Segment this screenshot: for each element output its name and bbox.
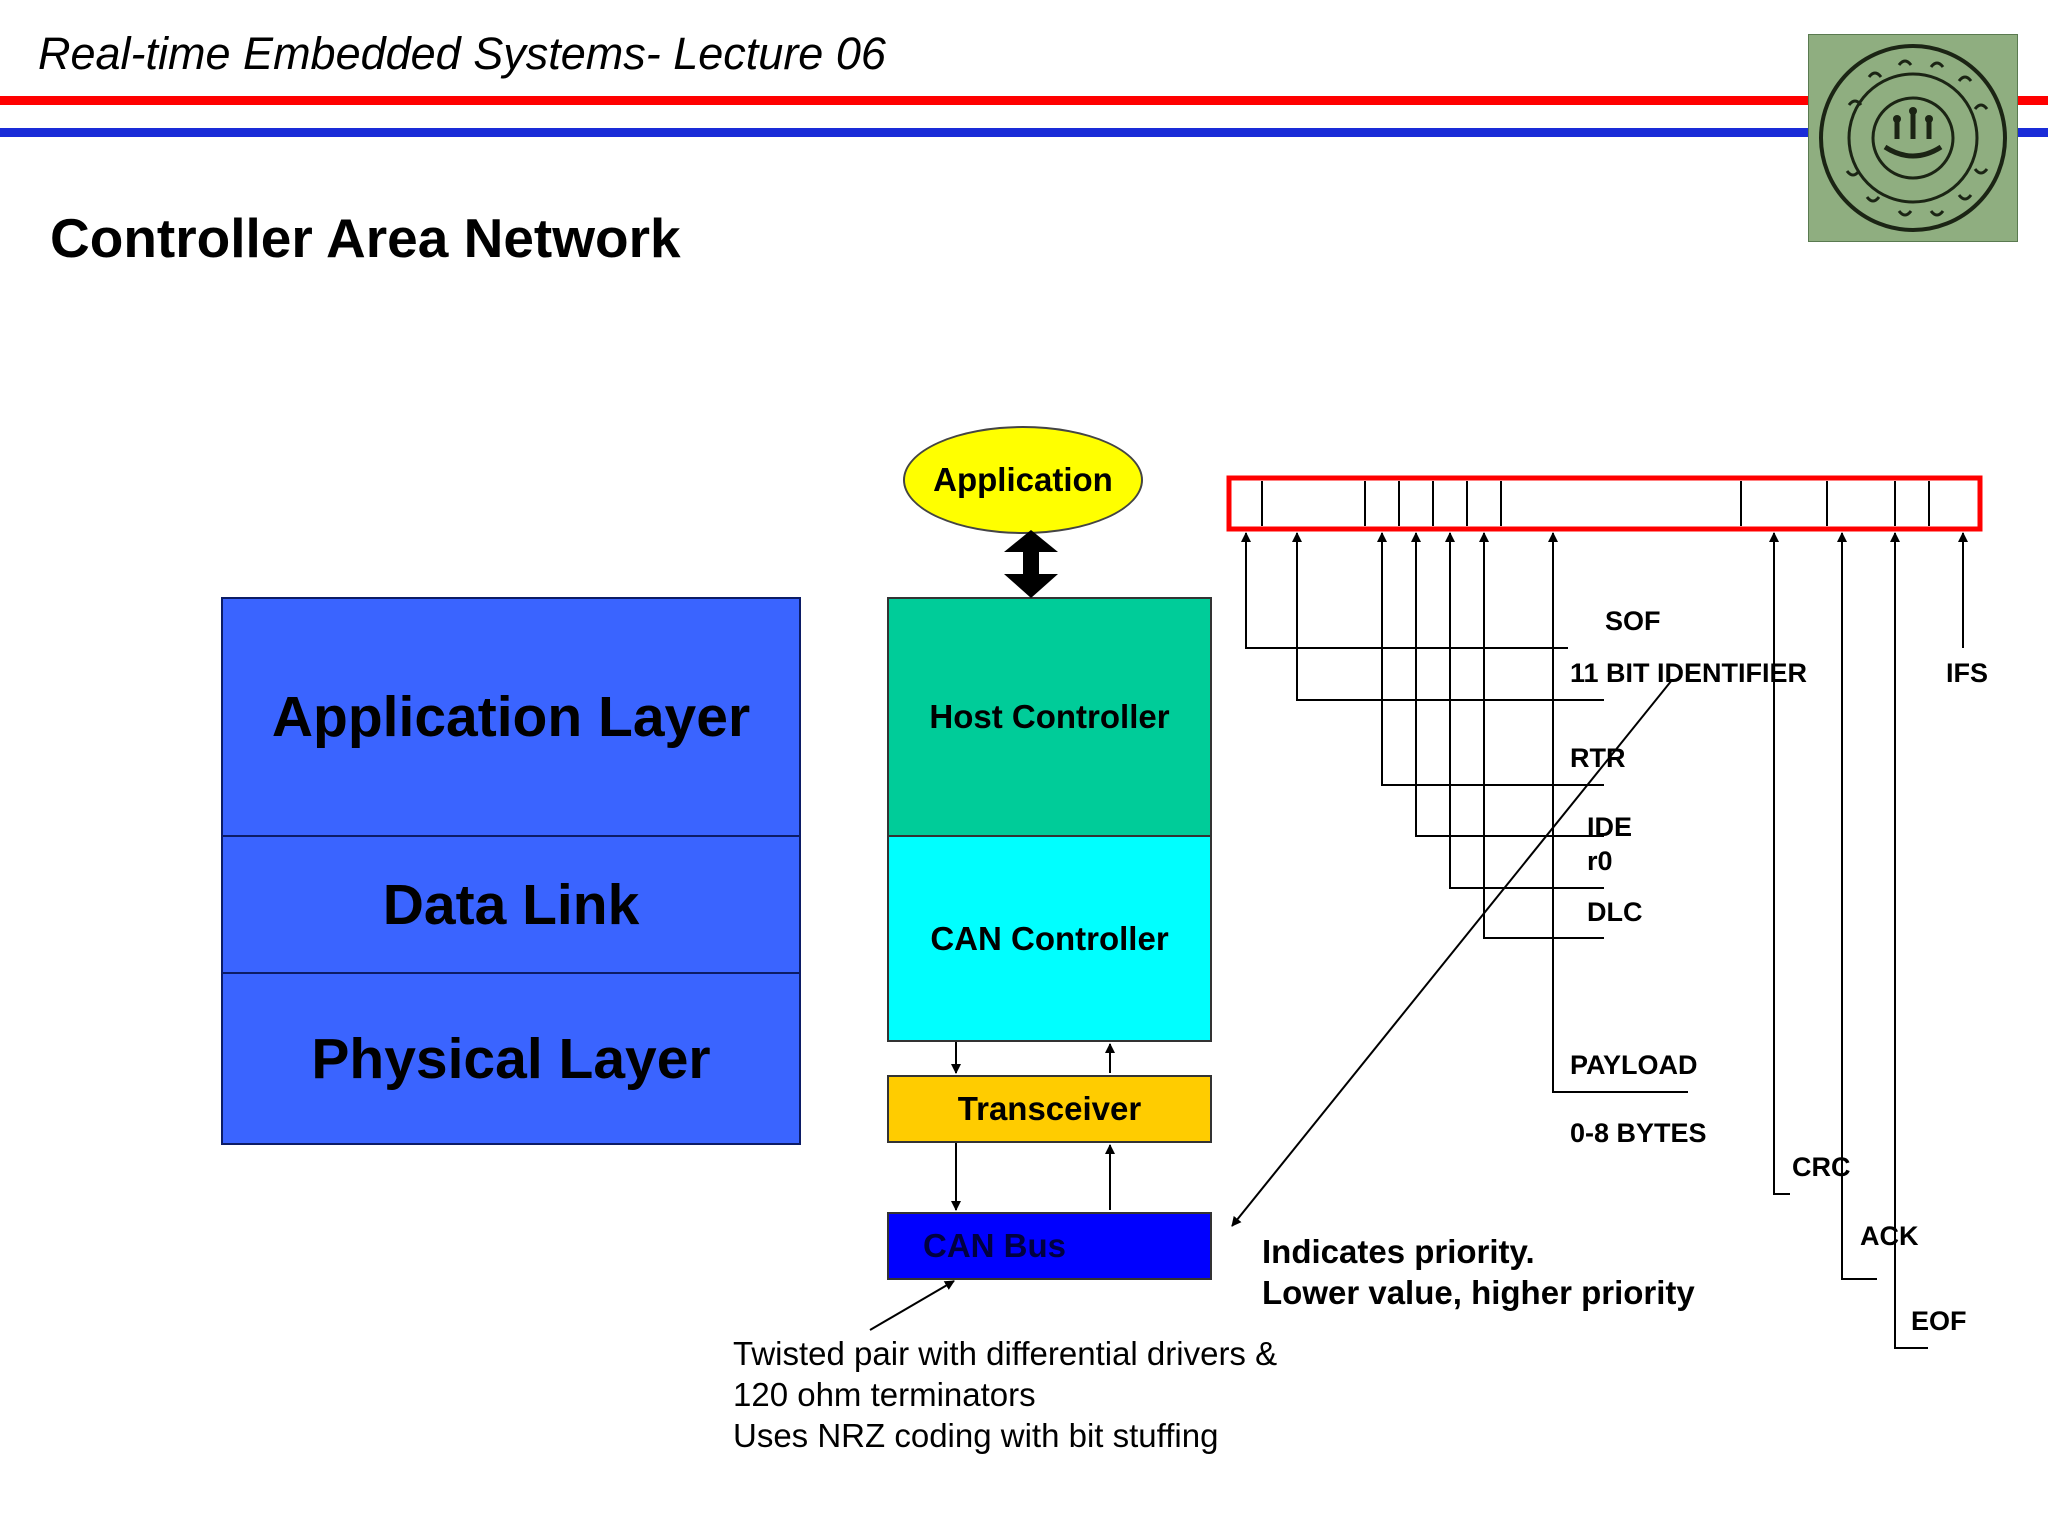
priority-note-line-1: Indicates priority.	[1262, 1233, 1535, 1270]
ack-leader	[1837, 532, 1877, 1280]
application-layer-box: Application Layer	[221, 597, 801, 837]
sof-label: SOF	[1605, 606, 1661, 636]
application-layer-label: Application Layer	[271, 685, 751, 749]
priority-note-line-2: Lower value, higher priority	[1262, 1274, 1695, 1311]
ide-leader	[1411, 532, 1604, 837]
can-frame	[1226, 475, 1983, 532]
payload-size-label: 0-8 BYTES	[1570, 1118, 1707, 1148]
physical-layer-box: Physical Layer	[221, 972, 801, 1145]
application-label: Application	[933, 461, 1113, 498]
app-host-double-arrow	[1004, 530, 1058, 598]
eof-leader	[1890, 532, 1928, 1349]
host-controller-box: Host Controller	[887, 597, 1212, 837]
rtr-leader	[1377, 532, 1604, 786]
crc-leader	[1769, 532, 1790, 1195]
can-controller-label: CAN Controller	[930, 919, 1169, 957]
priority-arrow	[1231, 679, 1673, 1227]
can-bus-label: CAN Bus	[923, 1227, 1067, 1264]
ack-label: ACK	[1860, 1221, 1919, 1251]
application-ellipse: Application	[903, 426, 1143, 534]
rtr-label: RTR	[1570, 743, 1626, 773]
host-controller-label: Host Controller	[929, 698, 1170, 735]
identifier-leader	[1292, 532, 1604, 701]
crc-label: CRC	[1792, 1152, 1851, 1182]
header-red-rule	[0, 96, 2048, 105]
payload-leader	[1548, 532, 1688, 1093]
physical-layer-label: Physical Layer	[311, 1026, 711, 1091]
bus-note-arrow	[869, 1280, 955, 1331]
can-controller-box: CAN Controller	[887, 835, 1212, 1042]
can-bus-box: CAN Bus	[887, 1212, 1212, 1280]
university-seal-logo	[1808, 34, 2018, 242]
ide-label: IDE	[1587, 812, 1633, 842]
eof-label: EOF	[1911, 1306, 1967, 1336]
bus-note-line-2: 120 ohm terminators	[733, 1376, 1036, 1413]
identifier-label: 11 BIT IDENTIFIER	[1570, 658, 1808, 688]
transceiver-box: Transceiver	[887, 1075, 1212, 1143]
dlc-leader	[1479, 532, 1604, 939]
header-gap	[0, 105, 2048, 125]
seal-icon	[1819, 44, 2007, 232]
header-title: Real-time Embedded Systems- Lecture 06	[38, 28, 886, 79]
sof-leader	[1241, 532, 1568, 649]
r0-leader	[1445, 532, 1604, 889]
r0-label: r0	[1587, 846, 1613, 876]
dlc-label: DLC	[1587, 897, 1643, 927]
bus-note-line-3: Uses NRZ coding with bit stuffing	[733, 1417, 1219, 1454]
page-title: Controller Area Network	[50, 207, 681, 269]
header-blue-rule	[0, 128, 2048, 137]
bus-note-line-1: Twisted pair with differential drivers &	[733, 1335, 1278, 1372]
payload-label: PAYLOAD	[1570, 1050, 1698, 1080]
data-link-layer-label: Data Link	[382, 872, 640, 937]
ifs-label: IFS	[1946, 658, 1989, 688]
transceiver-label: Transceiver	[957, 1090, 1142, 1127]
